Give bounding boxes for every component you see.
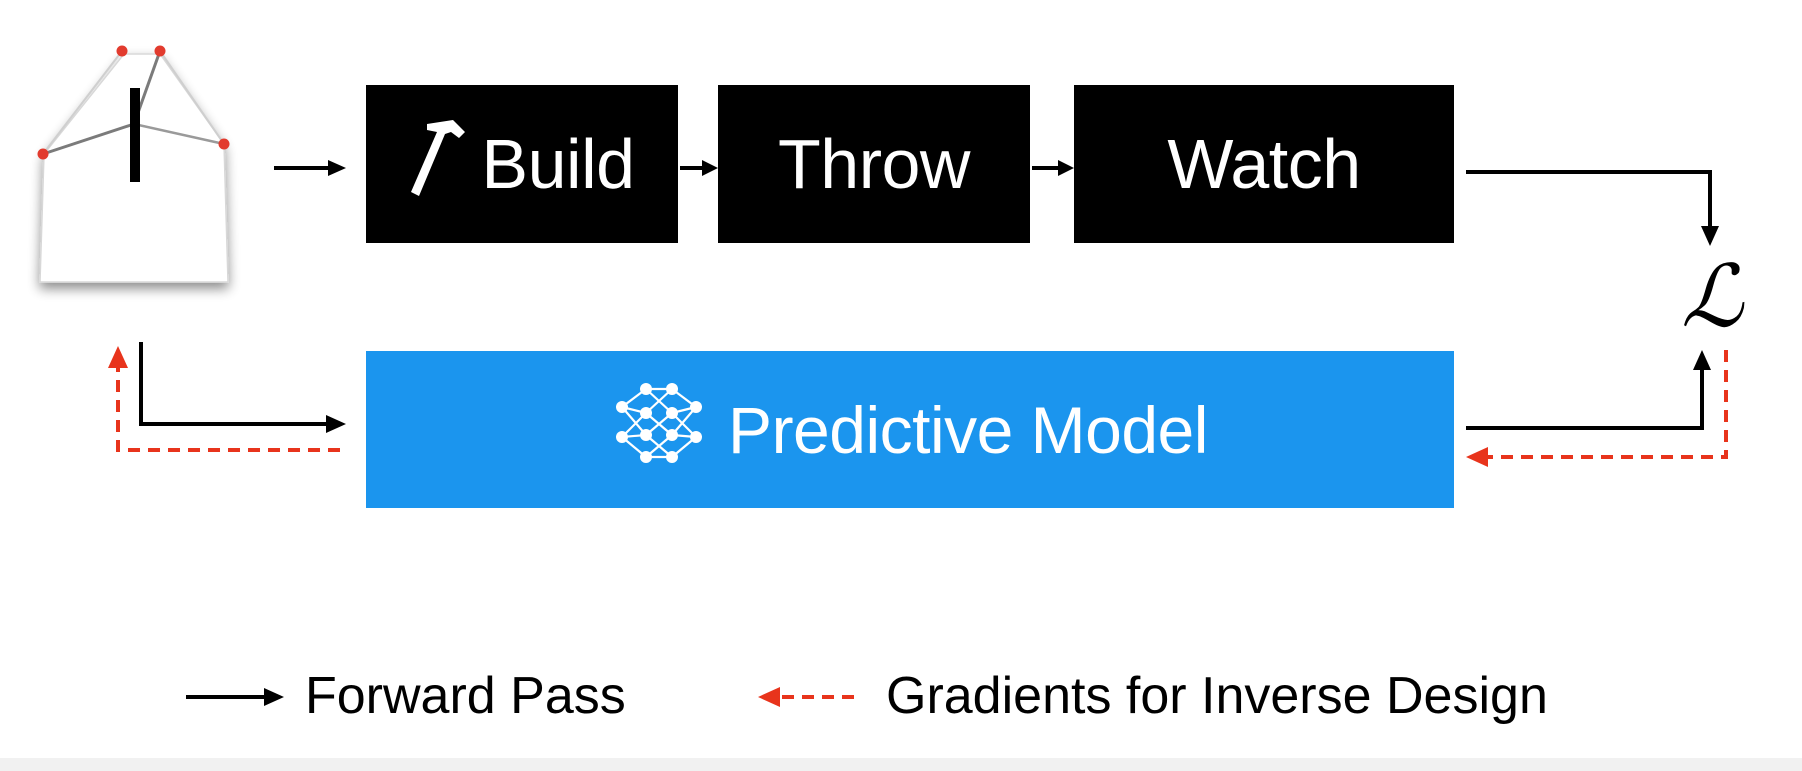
design-sketch-icon [37,45,230,283]
forward-arrow-sketch-to-model [139,342,346,433]
predictive-model-stage: Predictive Model [366,351,1454,508]
legend-gradient-label: Gradients for Inverse Design [886,667,1548,725]
forward-arrow-throw-to-watch [1032,160,1074,176]
throw-stage: Throw [718,85,1030,243]
watch-stage: Watch [1074,85,1454,243]
predictive-model-label: Predictive Model [728,392,1208,467]
gradient-arrow-loss-to-model [1466,350,1728,467]
loss-symbol: ℒ [1681,247,1743,347]
gradient-arrow-model-to-sketch [108,346,340,452]
forward-arrow-model-to-loss [1466,350,1711,430]
legend-forward-arrow-icon [186,688,284,706]
neural-network-icon [612,375,706,484]
throw-label: Throw [778,125,970,203]
hammer-icon [409,114,467,214]
forward-arrow-build-to-throw [680,160,718,176]
forward-arrow-sketch-to-build [274,160,346,176]
forward-arrow-watch-to-loss [1466,170,1719,246]
watch-label: Watch [1167,125,1361,203]
build-label: Build [481,125,635,203]
legend-gradient-arrow-icon [758,687,862,707]
bottom-divider [0,758,1802,771]
build-stage: Build [366,85,678,243]
legend-forward-pass-label: Forward Pass [305,667,626,725]
